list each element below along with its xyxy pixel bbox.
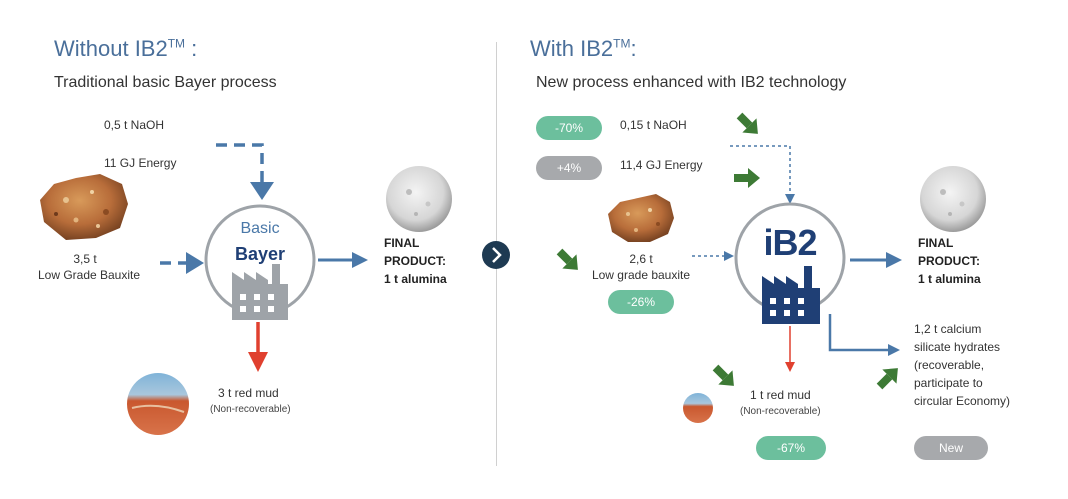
left-product-line2: PRODUCT: [384,254,446,268]
energy-change-badge: +4% [536,156,602,180]
bauxite-change-badge: -26% [608,290,674,314]
left-subtitle: Traditional basic Bayer process [54,74,277,91]
left-naoh-label: 0,5 t NaOH [104,118,165,132]
left-energy-label: 11 GJ Energy [104,156,177,170]
left-title: Without IB2TM : [54,36,198,61]
next-chevron-icon [482,241,510,269]
right-title: With IB2TM: [530,36,637,61]
left-mud-label: 3 t red mud [218,386,279,400]
green-arrow-icon-energy [734,168,760,188]
right-energy-label: 11,4 GJ Energy [620,158,703,172]
green-arrow-icon-calcium [876,368,898,390]
calcium-silicate-text: 1,2 t calcium silicate hydrates (recover… [914,320,1010,410]
left-mud-note: (Non-recoverable) [210,404,291,415]
calcium-line: silicate hydrates [914,340,1001,354]
factory-icon-grey [232,264,288,320]
red-mud-image-left [127,373,189,435]
calcium-line: 1,2 t calcium [914,322,982,336]
green-arrow-icon-bauxite [556,248,578,270]
calcium-line: (recoverable, [914,358,985,372]
mud-change-badge: -67% [756,436,826,460]
ib2-logo-text: iB2 [763,222,817,263]
ib2-process-node [734,202,846,324]
left-product-line1: FINAL [384,236,420,250]
basic-bayer-line2: Bayer [234,244,286,264]
green-arrow-icon-mud [712,364,734,386]
alumina-powder-image-right [920,166,986,232]
calcium-line: participate to [914,376,983,390]
calcium-line: circular Economy) [914,394,1011,408]
right-mud-label: 1 t red mud [750,388,811,402]
right-bauxite-amount: 2,6 t [629,252,653,266]
left-bauxite-amount: 3,5 t [73,252,97,266]
basic-bayer-process-node [204,204,316,320]
bauxite-rock-image [40,174,128,240]
right-product-line3: 1 t alumina [918,272,981,286]
right-mud-note: (Non-recoverable) [740,406,821,417]
naoh-change-badge: -70% [536,116,602,140]
right-bauxite-label: Low grade bauxite [591,268,691,282]
left-product-line3: 1 t alumina [384,272,447,286]
right-product-line2: PRODUCT: [918,254,980,268]
right-product-line1: FINAL [918,236,954,250]
alumina-powder-image-left [386,166,452,232]
left-bauxite-label: Low Grade Bauxite [37,268,141,282]
calcium-new-badge: New [914,436,988,460]
right-subtitle: New process enhanced with IB2 technology [536,74,847,91]
green-arrow-icon-naoh [736,112,758,134]
right-naoh-label: 0,15 t NaOH [620,118,687,132]
basic-bayer-line1: Basic [240,220,280,237]
factory-icon-navy [762,266,820,324]
red-mud-image-right [683,393,713,423]
bauxite-rock-image-right [608,194,674,242]
